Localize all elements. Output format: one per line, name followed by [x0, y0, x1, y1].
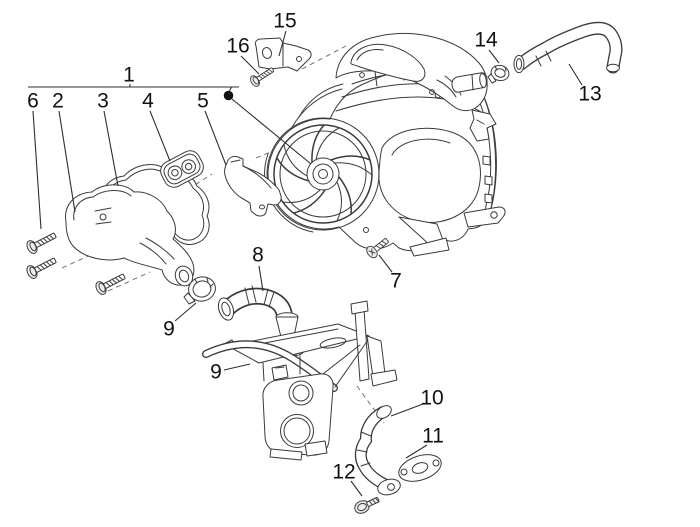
- callout-5-label: 5: [197, 90, 209, 113]
- callout-1-label: 1: [123, 64, 135, 87]
- platform: [227, 323, 370, 364]
- side-bracket: [469, 109, 497, 142]
- cover-handle: [335, 33, 488, 111]
- support-bracket-15: [254, 37, 312, 72]
- callout-9-label: 9: [210, 361, 222, 384]
- air-box-assembly: [202, 300, 398, 461]
- screw: [26, 257, 57, 279]
- screws-6: [26, 232, 126, 295]
- leader-line-16: [240, 55, 260, 75]
- callout-3-label: 3: [97, 90, 109, 113]
- bolt-12: [354, 497, 380, 514]
- outer-cover-2: [65, 184, 195, 287]
- callout-9-label: 9: [163, 318, 175, 341]
- callout-11-label: 11: [422, 425, 444, 448]
- leader-line-9: [174, 302, 197, 322]
- rear-post: [354, 308, 370, 382]
- stub-shaft: [451, 72, 488, 93]
- callout-13-label: 13: [578, 83, 601, 106]
- leader-line-12: [350, 480, 363, 497]
- callout-7-label: 7: [390, 270, 402, 293]
- hose-clamp-14: [487, 64, 510, 84]
- callout-2-label: 2: [52, 90, 64, 113]
- hose-clamp-9: [183, 276, 216, 305]
- hose-13: [513, 21, 623, 74]
- leader-line-10: [390, 403, 424, 417]
- leader-line-7: [378, 254, 393, 273]
- assembly-dot: [223, 90, 234, 101]
- leader-line-8: [258, 265, 264, 292]
- leader-line-3: [103, 110, 119, 187]
- callout-8-label: 8: [252, 244, 264, 267]
- cooling-fan: [264, 117, 380, 233]
- flange-gasket-11: [398, 454, 442, 482]
- screw: [95, 273, 126, 295]
- callout-6-label: 6: [27, 90, 39, 113]
- leader-line-15: [278, 30, 287, 57]
- leader-line-5: [204, 110, 227, 166]
- leader-line-13: [568, 63, 583, 86]
- engine-cover-assembly: [264, 33, 506, 257]
- callout-14-label: 14: [474, 29, 498, 52]
- leader-line-11: [405, 444, 428, 459]
- group-bracket-1: [28, 84, 239, 91]
- spacer-bracket-5: [224, 155, 282, 217]
- valve-plate-4: [160, 150, 204, 188]
- curved-pipe-10: [354, 405, 401, 496]
- leader-line-2: [58, 110, 76, 213]
- leader-line-6: [32, 110, 42, 230]
- leader-line-14: [488, 49, 500, 64]
- callout-12-label: 12: [332, 461, 355, 484]
- callout-15-label: 15: [273, 10, 296, 33]
- callout-10-label: 10: [420, 387, 443, 410]
- assembly-dot-leader: [231, 98, 312, 165]
- leader-line-4: [149, 110, 171, 162]
- callout-4-label: 4: [142, 90, 154, 113]
- screw-7: [366, 238, 389, 259]
- screw: [26, 232, 57, 254]
- screw-16: [250, 67, 275, 87]
- callout-16-label: 16: [226, 35, 249, 58]
- leader-line-9: [223, 363, 251, 371]
